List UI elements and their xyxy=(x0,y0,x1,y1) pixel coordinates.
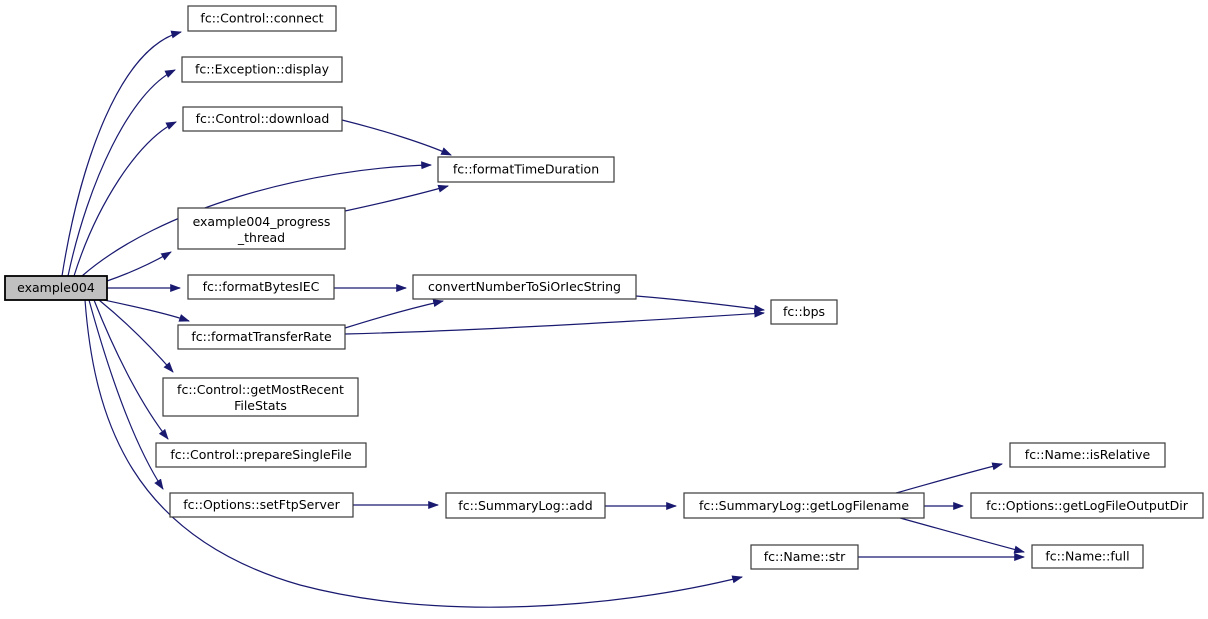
node-fc-format-bytes-iec[interactable]: fc::formatBytesIEC xyxy=(187,274,335,300)
edge-fc-format-transfer-rate-to-fc-bps xyxy=(344,309,766,335)
edge-example004-to-fc-exception-display xyxy=(67,69,176,277)
node-box xyxy=(181,56,343,83)
edge-example004-to-fc-options-set-ftp-server xyxy=(88,299,164,490)
edge-convert-number-to-si-or-iec-string-to-fc-bps xyxy=(635,295,766,313)
edge-example004-to-fc-control-connect xyxy=(61,30,182,277)
edge-example004-to-fc-format-time-duration xyxy=(81,161,433,277)
node-layer: example004 fc::Control::connect fc::Exce… xyxy=(4,5,1204,570)
edge-example004-to-fc-control-download xyxy=(73,121,177,277)
node-box xyxy=(750,544,859,570)
edge-example004-to-fc-control-get-most-recent-file-stats xyxy=(98,299,174,373)
edge-example004-progress-thread-to-fc-format-time-duration xyxy=(344,184,449,212)
node-box xyxy=(187,274,335,300)
node-label: fc::Control::connect xyxy=(200,11,323,26)
node-label: fc::Options::setFtpServer xyxy=(183,497,340,512)
node-box xyxy=(683,492,925,519)
node-convert-number-to-si-or-iec-string[interactable]: convertNumberToSiOrIecString xyxy=(412,274,637,300)
edge-example004-to-fc-name-str xyxy=(84,299,743,608)
node-fc-control-connect[interactable]: fc::Control::connect xyxy=(187,5,337,32)
edge-example004-to-fc-format-transfer-rate xyxy=(103,299,190,322)
node-label: fc::SummaryLog::add xyxy=(458,498,592,513)
node-fc-control-get-most-recent-file-stats[interactable]: fc::Control::getMostRecent FileStats xyxy=(162,377,359,417)
node-label: _thread xyxy=(237,230,285,245)
node-box xyxy=(169,492,354,518)
node-fc-summarylog-get-log-filename[interactable]: fc::SummaryLog::getLogFilename xyxy=(683,492,925,519)
node-label: fc::Name::str xyxy=(764,549,846,564)
node-label: fc::formatBytesIEC xyxy=(203,279,320,294)
node-fc-name-str[interactable]: fc::Name::str xyxy=(750,544,859,570)
node-box xyxy=(770,299,838,325)
node-fc-bps[interactable]: fc::bps xyxy=(770,299,838,325)
node-label: fc::bps xyxy=(783,304,825,319)
edge-fc-format-transfer-rate-to-convert-number-to-si-or-iec-string xyxy=(344,299,445,329)
node-label: fc::Options::getLogFileOutputDir xyxy=(986,498,1189,513)
node-label: fc::Control::getMostRecent xyxy=(177,382,344,397)
node-fc-summarylog-add[interactable]: fc::SummaryLog::add xyxy=(445,492,606,519)
node-fc-options-set-ftp-server[interactable]: fc::Options::setFtpServer xyxy=(169,492,354,518)
node-fc-name-is-relative[interactable]: fc::Name::isRelative xyxy=(1009,442,1166,468)
node-box xyxy=(4,275,108,301)
node-box xyxy=(187,5,337,32)
node-label: fc::Name::full xyxy=(1045,549,1129,564)
node-label: fc::Control::download xyxy=(196,111,330,126)
edge-fc-summarylog-get-log-filename-to-fc-name-full xyxy=(899,517,1025,554)
node-label: FileStats xyxy=(234,398,287,413)
node-label: fc::Name::isRelative xyxy=(1025,447,1151,462)
edge-fc-control-download-to-fc-format-time-duration xyxy=(341,119,452,156)
edge-fc-summarylog-get-log-filename-to-fc-name-is-relative xyxy=(895,462,1003,494)
node-fc-name-full[interactable]: fc::Name::full xyxy=(1031,544,1144,569)
node-example004-progress-thread[interactable]: example004_progress _thread xyxy=(177,207,346,250)
edge-example004-to-example004-progress-thread xyxy=(106,251,172,282)
node-box xyxy=(177,324,346,350)
node-label: example004 xyxy=(17,280,95,295)
node-label: fc::formatTimeDuration xyxy=(453,162,599,177)
node-example004[interactable]: example004 xyxy=(4,275,108,301)
node-box xyxy=(1009,442,1166,468)
node-box xyxy=(155,442,367,468)
node-label: fc::formatTransferRate xyxy=(191,329,332,344)
node-label: example004_progress xyxy=(193,214,331,229)
node-label: convertNumberToSiOrIecString xyxy=(428,279,621,294)
node-box xyxy=(162,377,359,417)
node-fc-control-download[interactable]: fc::Control::download xyxy=(182,106,343,132)
node-box xyxy=(1031,544,1144,569)
node-box xyxy=(437,156,615,183)
node-fc-control-prepare-single-file[interactable]: fc::Control::prepareSingleFile xyxy=(155,442,367,468)
node-box xyxy=(445,492,606,519)
node-fc-format-time-duration[interactable]: fc::formatTimeDuration xyxy=(437,156,615,183)
node-box xyxy=(177,207,346,250)
node-label: fc::Exception::display xyxy=(195,62,330,77)
node-fc-options-get-log-file-output-dir[interactable]: fc::Options::getLogFileOutputDir xyxy=(970,492,1204,519)
node-label: fc::SummaryLog::getLogFilename xyxy=(699,498,909,513)
node-box xyxy=(412,274,637,300)
edge-example004-to-fc-control-prepare-single-file xyxy=(93,299,169,440)
edge-layer xyxy=(61,30,1026,608)
node-fc-exception-display[interactable]: fc::Exception::display xyxy=(181,56,343,83)
node-box xyxy=(970,492,1204,519)
node-box xyxy=(182,106,343,132)
node-fc-format-transfer-rate[interactable]: fc::formatTransferRate xyxy=(177,324,346,350)
node-label: fc::Control::prepareSingleFile xyxy=(170,447,352,462)
